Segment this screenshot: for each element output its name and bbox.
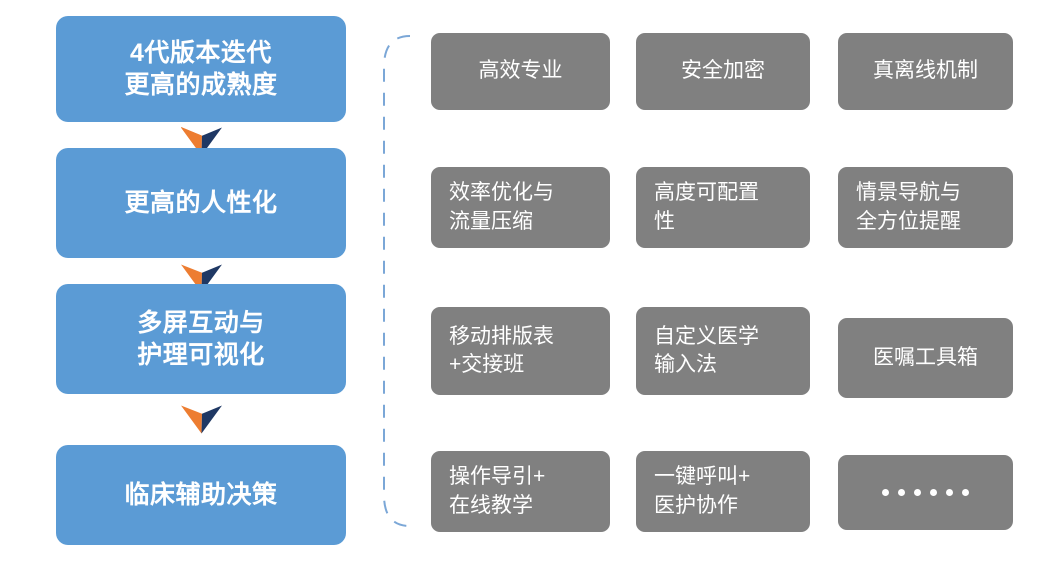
feature-card-line: 性	[654, 209, 675, 233]
feature-card-line: 操作导引+	[449, 465, 546, 489]
ellipsis-dot	[882, 489, 889, 496]
feature-card-line: 输入法	[654, 353, 717, 376]
ellipsis-dot	[962, 489, 969, 496]
feature-card[interactable]: 操作导引+ 在线教学	[431, 451, 610, 532]
flow-step-line: 多屏互动与	[137, 309, 265, 337]
flow-step-line: 护理可视化	[137, 341, 265, 369]
feature-card-line: 情景导航与	[856, 181, 961, 205]
ellipsis-dot	[914, 489, 921, 496]
feature-card[interactable]: 移动排版表 +交接班	[431, 307, 610, 395]
feature-card-line: 医嘱工具箱	[873, 345, 978, 369]
flow-step-line: 临床辅助决策	[124, 481, 278, 509]
feature-card-line: 安全加密	[681, 59, 765, 83]
feature-card-line: 移动排版表	[449, 324, 554, 348]
chevron-down-icon	[181, 404, 222, 434]
feature-card[interactable]: 情景导航与 全方位提醒	[838, 167, 1013, 248]
ellipsis-dot	[930, 489, 937, 496]
ellipsis-dot	[946, 489, 953, 496]
flow-step-line: 更高的人性化	[124, 189, 278, 217]
flow-step-line: 更高的成熟度	[124, 71, 278, 99]
feature-card-line: 真离线机制	[873, 59, 978, 83]
feature-card[interactable]: 效率优化与 流量压缩	[431, 167, 610, 248]
flow-step-line: 4代版本迭代	[130, 39, 272, 67]
feature-card-line: 一键呼叫+	[654, 465, 751, 489]
feature-card-ellipsis[interactable]	[838, 455, 1013, 530]
flow-step-box-3[interactable]: 多屏互动与 护理可视化	[56, 284, 346, 394]
flow-step-box-1[interactable]: 4代版本迭代 更高的成熟度	[56, 16, 346, 122]
feature-card[interactable]: 真离线机制	[838, 33, 1013, 110]
feature-card-line: 高度可配置	[654, 181, 759, 205]
feature-card-line: 效率优化与	[449, 181, 554, 205]
feature-card-line: 流量压缩	[449, 209, 533, 233]
feature-card[interactable]: 医嘱工具箱	[838, 318, 1013, 398]
flow-step-box-4[interactable]: 临床辅助决策	[56, 445, 346, 545]
feature-card-line: +交接班	[449, 353, 525, 376]
feature-card-line: 全方位提醒	[856, 209, 961, 233]
feature-card-line: 高效专业	[478, 59, 563, 83]
ellipsis-dots-icon	[882, 489, 969, 496]
feature-card-line: 自定义医学	[654, 324, 759, 348]
ellipsis-dot	[898, 489, 905, 496]
feature-card[interactable]: 安全加密	[636, 33, 810, 110]
feature-card-line: 在线教学	[449, 493, 533, 517]
feature-card[interactable]: 高效专业	[431, 33, 610, 110]
dashed-left-brace-icon	[378, 33, 412, 529]
feature-card-line: 医护协作	[654, 493, 738, 517]
feature-card[interactable]: 高度可配置 性	[636, 167, 810, 248]
feature-card[interactable]: 自定义医学 输入法	[636, 307, 810, 395]
flow-step-box-2[interactable]: 更高的人性化	[56, 148, 346, 258]
feature-card[interactable]: 一键呼叫+ 医护协作	[636, 451, 810, 532]
